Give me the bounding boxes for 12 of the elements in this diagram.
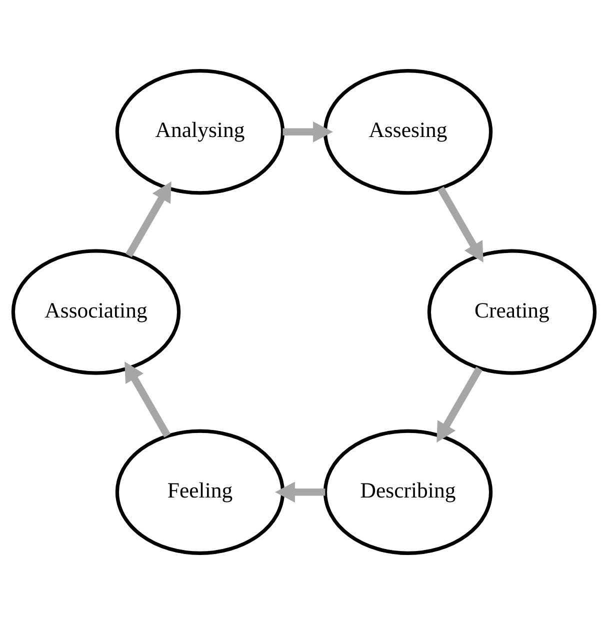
node-ellipse: Creating	[427, 248, 597, 374]
arrow	[282, 120, 333, 142]
arrow	[436, 366, 482, 442]
arrow	[126, 180, 172, 257]
node-ellipse: Analysing	[115, 68, 285, 194]
node-ellipse: Associating	[11, 248, 181, 374]
node-ellipse: Feeling	[115, 428, 285, 554]
node-ellipse: Describing	[323, 428, 493, 554]
node-ellipse: Assesing	[323, 68, 493, 194]
arrow	[275, 481, 326, 502]
arrow	[124, 361, 171, 437]
arrow	[437, 186, 484, 262]
